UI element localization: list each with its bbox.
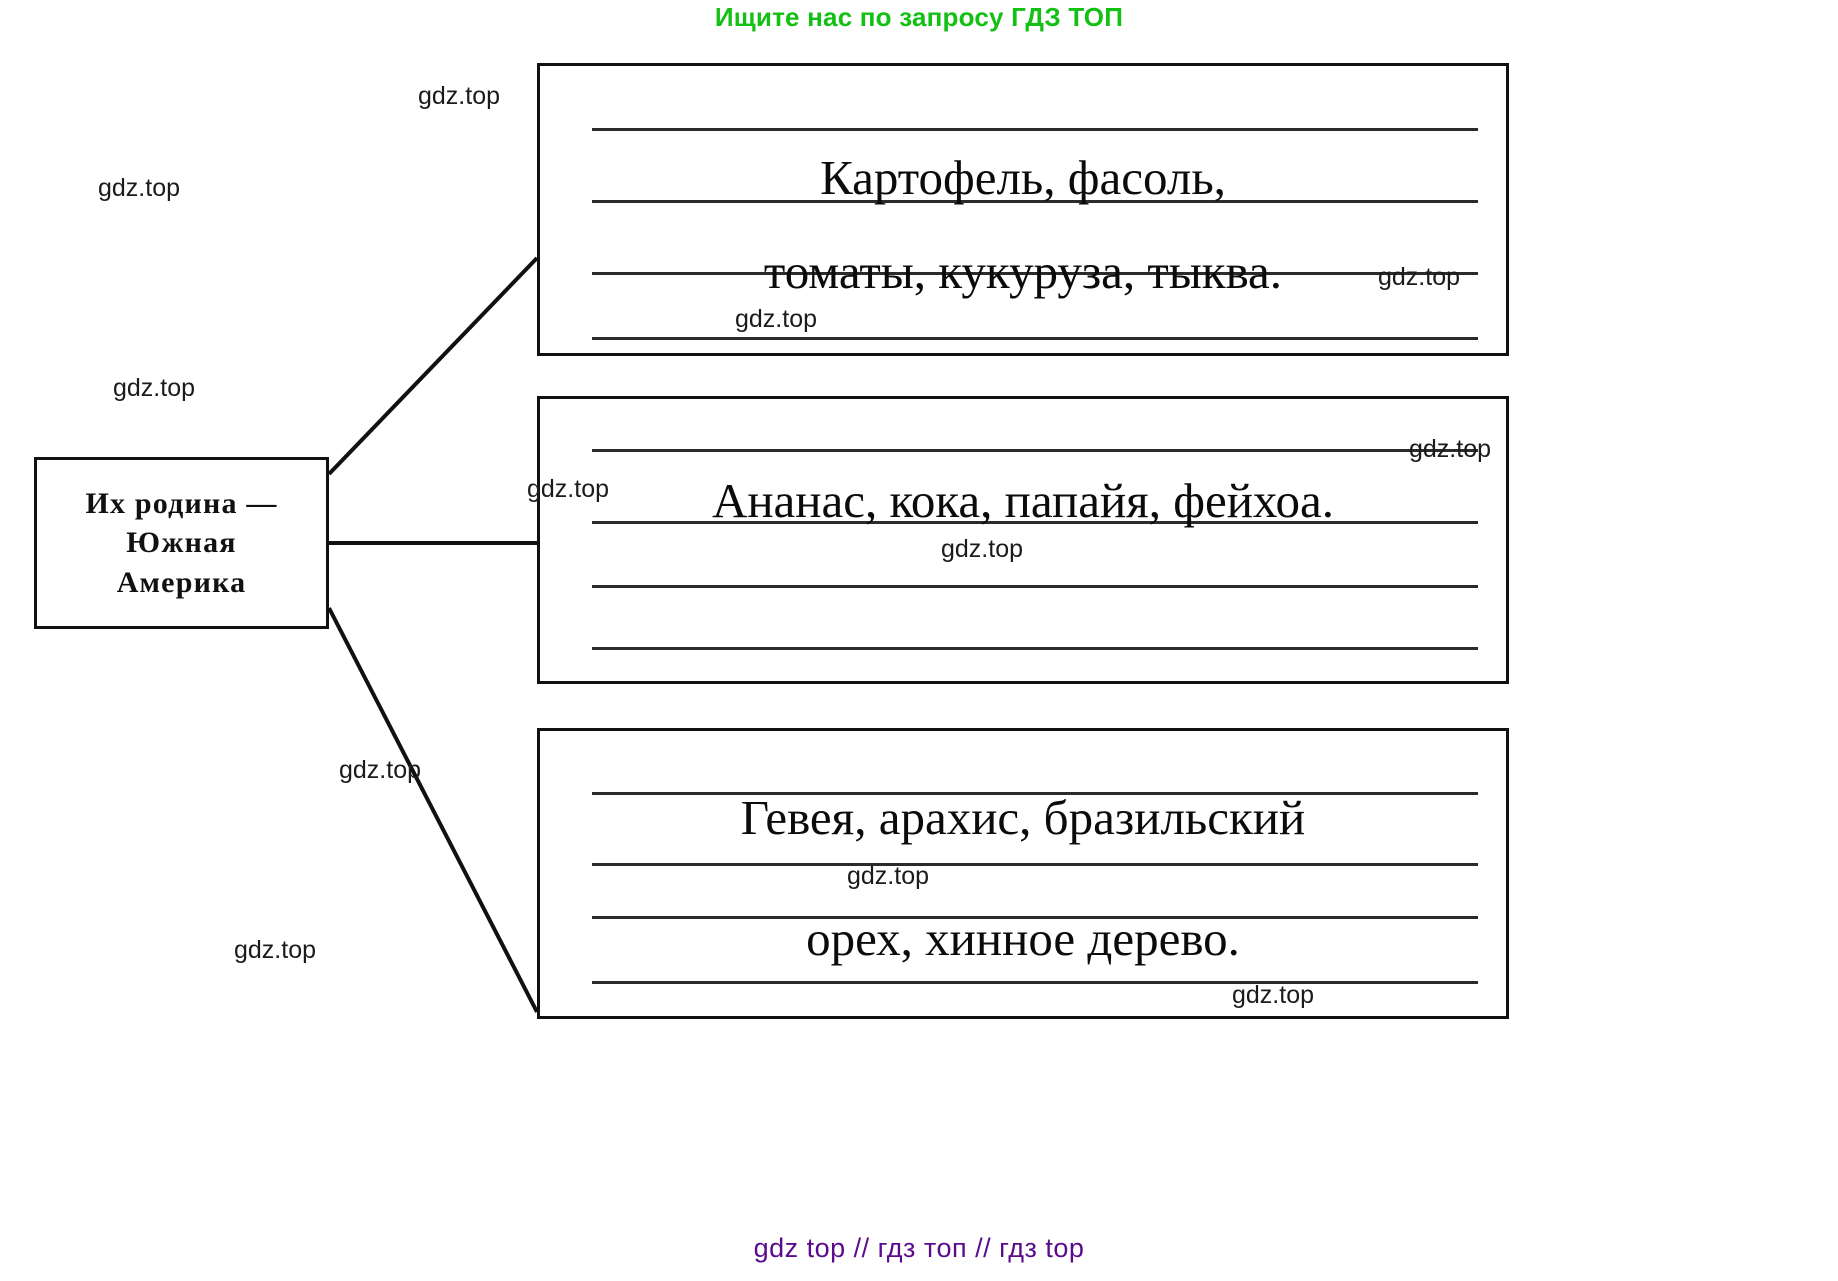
root-box: Их родина — Южная Америка <box>34 457 329 629</box>
writing-rule <box>592 916 1478 919</box>
watermark-label: gdz.top <box>418 82 501 110</box>
connector-to-box-1 <box>327 256 539 476</box>
answer-box-3-line-1: Гевея, арахис, бразильский <box>740 790 1306 845</box>
connector-to-box-3 <box>327 607 539 1013</box>
answer-box-1-line-2: томаты, кукуруза, тыква. <box>763 244 1283 299</box>
writing-rule <box>592 981 1478 984</box>
answer-box-1: Картофель, фасоль, томаты, кукуруза, тык… <box>537 63 1509 356</box>
answer-box-3: Гевея, арахис, бразильский орех, хинное … <box>537 728 1509 1019</box>
writing-rule <box>592 647 1478 650</box>
writing-rule <box>592 200 1478 203</box>
writing-rule <box>592 337 1478 340</box>
writing-rule <box>592 272 1478 275</box>
watermark-label: gdz.top <box>1378 263 1461 291</box>
answer-box-2-line-1: Ананас, кока, папайя, фейхоа. <box>711 473 1335 528</box>
watermark-label: gdz.top <box>527 475 610 503</box>
watermark-label: gdz.top <box>113 374 196 402</box>
writing-rule <box>592 792 1478 795</box>
writing-rule <box>592 521 1478 524</box>
answer-box-3-line-2: орех, хинное дерево. <box>806 911 1240 966</box>
watermark-label: gdz.top <box>941 535 1024 563</box>
writing-rule <box>592 449 1478 452</box>
writing-rule <box>592 585 1478 588</box>
watermark-label: gdz.top <box>1232 981 1315 1009</box>
promo-footer-text: gdz top // гдз топ // гдз top <box>753 1233 1085 1263</box>
root-box-line-1: Их родина — <box>85 486 278 520</box>
writing-rule <box>592 128 1478 131</box>
watermark-label: gdz.top <box>847 862 930 890</box>
answer-box-2: Ананас, кока, папайя, фейхоа. <box>537 396 1509 684</box>
watermark-label: gdz.top <box>339 756 422 784</box>
writing-rule <box>592 863 1478 866</box>
answer-box-1-line-1: Картофель, фасоль, <box>820 150 1226 205</box>
root-box-line-3: Америка <box>116 565 247 599</box>
watermark-label: gdz.top <box>98 174 181 202</box>
promo-header-text: Ищите нас по запросу ГДЗ ТОП <box>714 2 1124 32</box>
watermark-label: gdz.top <box>735 305 818 333</box>
root-box-line-2: Южная <box>126 526 237 560</box>
watermark-label: gdz.top <box>234 936 317 964</box>
watermark-label: gdz.top <box>1409 435 1492 463</box>
